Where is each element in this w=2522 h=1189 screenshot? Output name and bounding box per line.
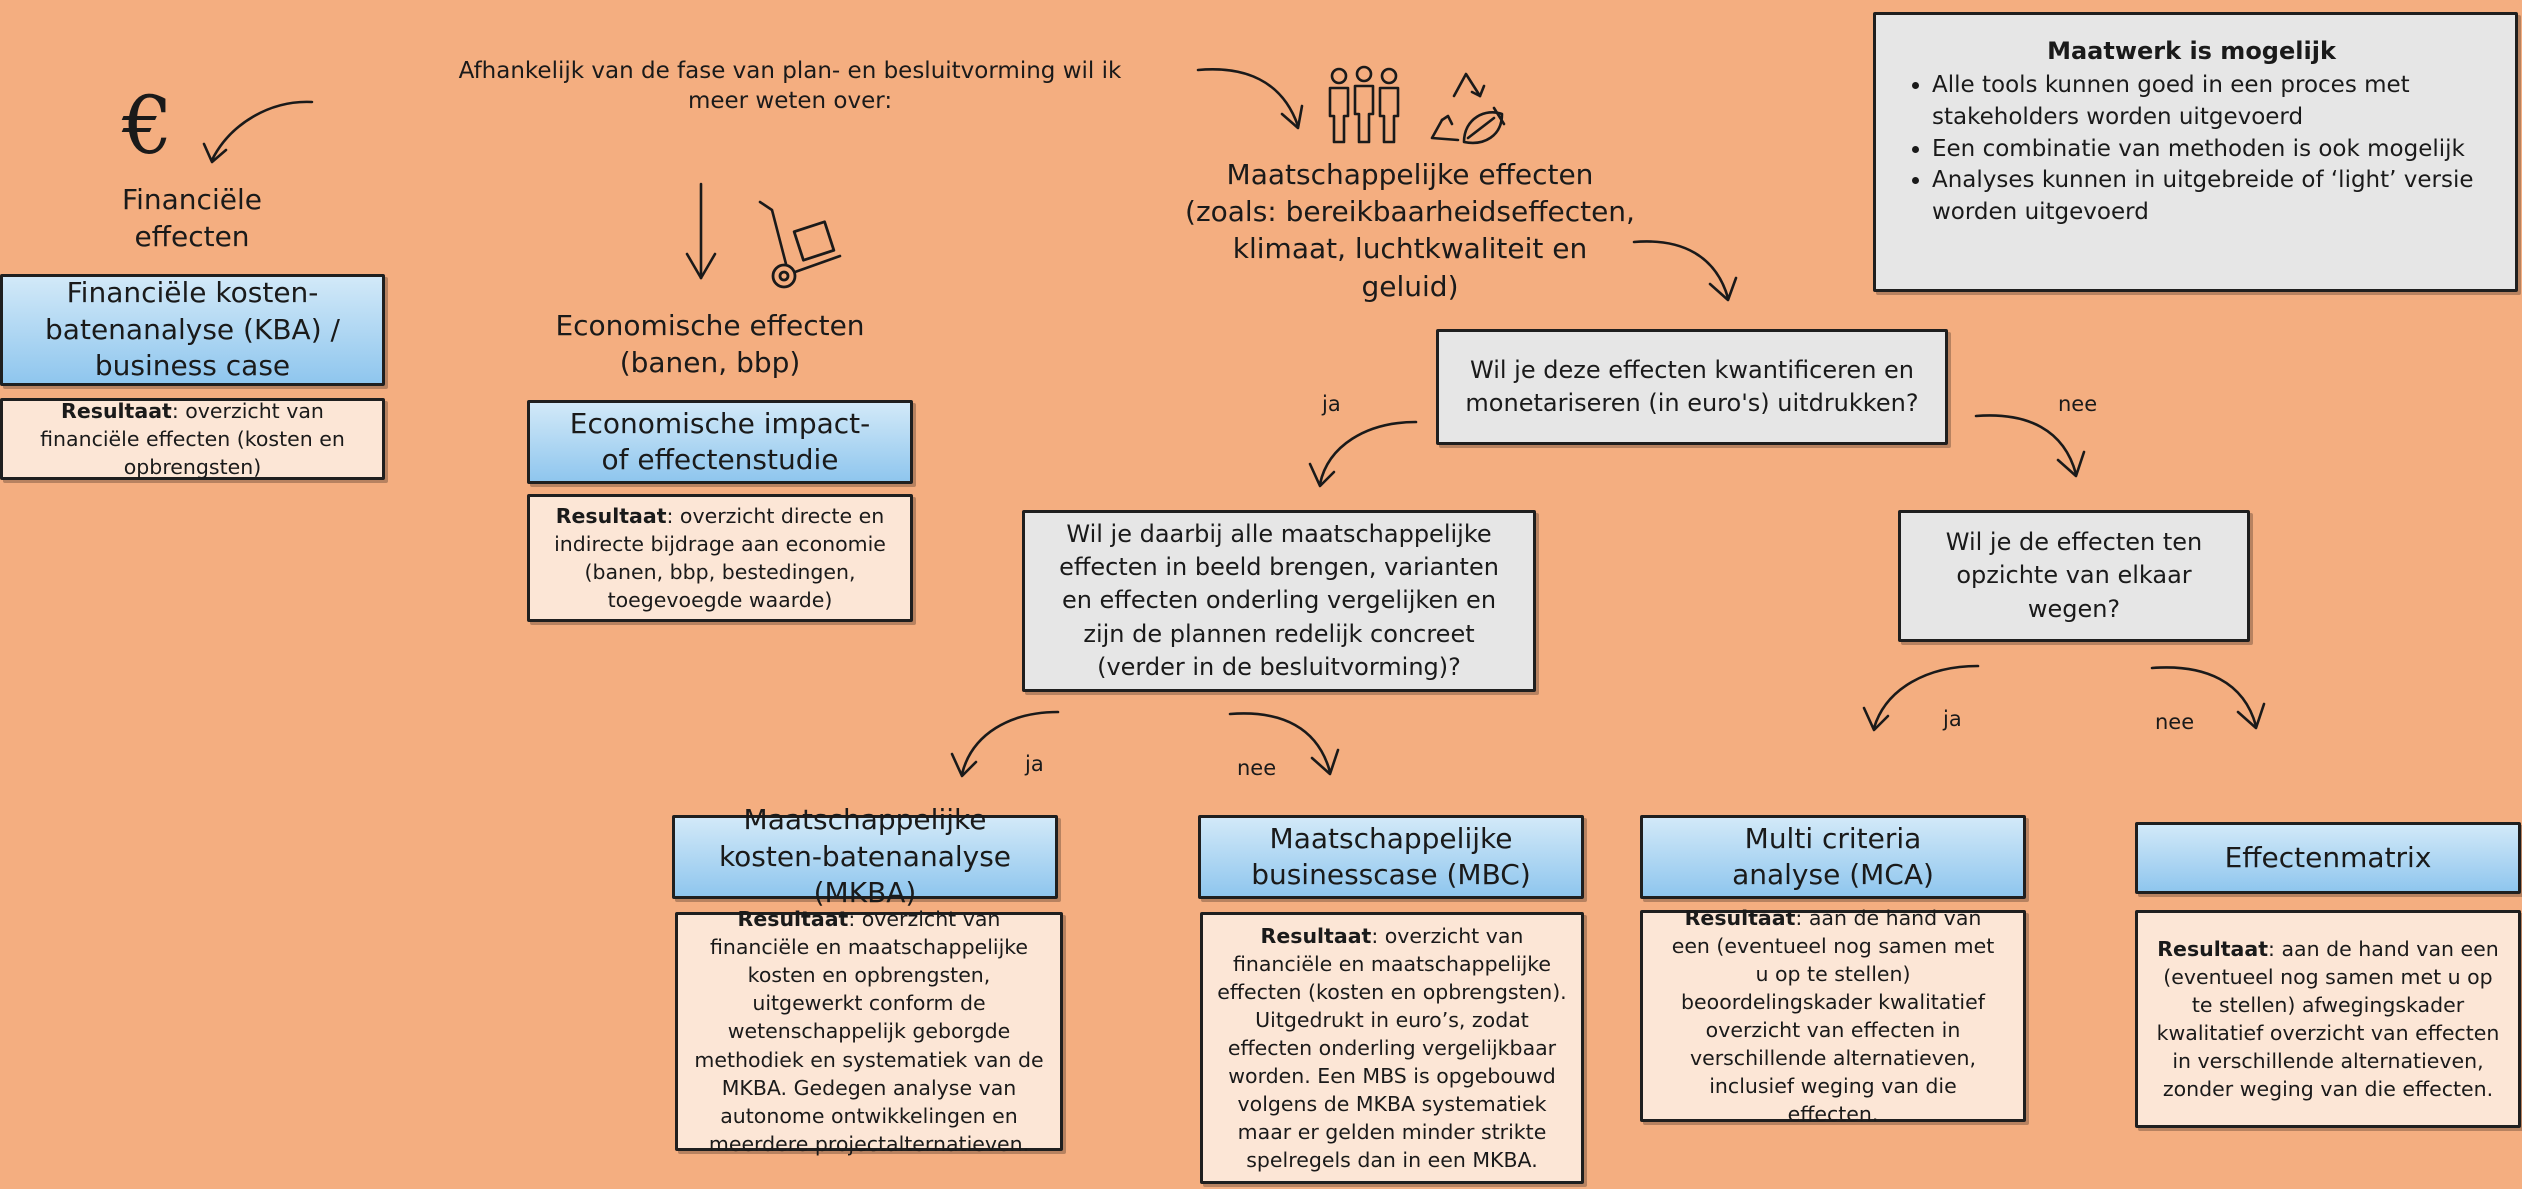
answer-yes-label: ja	[1025, 752, 1044, 776]
economic-category-line: (banen, bbp)	[619, 346, 801, 380]
financial-category-label: Financiële effecten	[122, 183, 262, 254]
societal-category-line: (zoals: bereikbaarheidseffecten,	[1185, 195, 1635, 229]
economic-method-box: Economische impact- of effectenstudie	[527, 400, 913, 484]
question-all-effects-box: Wil je daarbij alle maatschappelijke eff…	[1022, 510, 1536, 692]
intro-text: Afhankelijk van de fase van plan- en bes…	[458, 58, 1122, 115]
note-title: Maatwerk is mogelijk	[2047, 37, 2336, 65]
arrow-no-to-mbc	[1228, 712, 1340, 776]
economic-result-box: Resultaat: overzicht directe en indirect…	[527, 494, 913, 622]
answer-no-label: nee	[2058, 392, 2098, 416]
societal-category-line: klimaat, luchtkwaliteit en geluid)	[1232, 232, 1588, 303]
arrow-no-to-matrix	[2150, 666, 2266, 730]
answer-no-label: nee	[1237, 756, 1277, 780]
arrow-yes-to-mkba	[950, 710, 1060, 778]
result-text: : aan de hand van een (eventueel nog sam…	[2156, 936, 2500, 1102]
mkba-method-box: Maatschappelijke kosten-batenanalyse (MK…	[672, 803, 1058, 909]
result-label: Resultaat	[737, 907, 849, 932]
mbc-method-box: Maatschappelijke businesscase (MBC)	[1198, 815, 1584, 899]
recycle-leaf-icon	[1430, 72, 1506, 145]
arrow-to-question-1	[1632, 240, 1738, 302]
result-label: Resultaat	[1260, 923, 1372, 948]
question-weigh-box: Wil je de effecten ten opzichte van elka…	[1898, 510, 2250, 642]
result-text: : overzicht van financiële effecten (kos…	[40, 398, 345, 480]
answer-no-label: nee	[2155, 710, 2195, 734]
result-label: Resultaat	[61, 398, 172, 423]
economic-category-line: Economische effecten	[555, 309, 865, 342]
note-list: Alle tools kunnen goed in een proces met…	[1892, 70, 2491, 229]
arrow-down-to-economic	[685, 182, 717, 280]
financial-method-box: Financiële kosten-batenanalyse (KBA) / b…	[0, 274, 385, 386]
euro-icon: €	[122, 79, 173, 172]
economic-category-label: Economische effecten (banen, bbp)	[540, 307, 880, 381]
effects-matrix-method-box: Effectenmatrix	[2135, 822, 2521, 894]
arrow-yes-to-question-2	[1308, 420, 1418, 488]
arrow-to-societal	[1196, 68, 1304, 130]
societal-category-label: Maatschappelijke effecten (zoals: bereik…	[1185, 156, 1635, 305]
hand-truck-icon	[758, 200, 842, 289]
arrow-yes-to-mca	[1862, 664, 1980, 732]
result-label: Resultaat	[555, 503, 667, 528]
financial-result-box: Resultaat: overzicht van financiële effe…	[0, 398, 385, 480]
mca-result-box: Resultaat: aan de hand van een (eventuee…	[1640, 906, 2026, 1126]
societal-category-line: Maatschappelijke effecten	[1226, 158, 1594, 191]
answer-yes-label: ja	[1943, 707, 1962, 731]
mkba-result-box: Resultaat: overzicht van financiële en m…	[675, 907, 1063, 1156]
effects-matrix-result-box: Resultaat: aan de hand van een (eventuee…	[2135, 910, 2521, 1128]
result-text: : overzicht van financiële en maatschapp…	[1217, 923, 1567, 1173]
arrow-to-euro-icon	[202, 100, 314, 164]
note-item: Een combinatie van methoden is ook mogel…	[1932, 134, 2491, 166]
result-text: : overzicht directe en indirecte bijdrag…	[554, 503, 886, 613]
people-icon	[1328, 65, 1400, 144]
result-label: Resultaat	[2157, 936, 2269, 961]
mca-method-box: Multi criteria analyse (MCA)	[1640, 815, 2026, 899]
note-item: Alle tools kunnen goed in een proces met…	[1932, 70, 2491, 133]
result-text: : overzicht van financiële en maatschapp…	[694, 907, 1044, 1156]
result-label: Resultaat	[1684, 905, 1796, 930]
note-item: Analyses kunnen in uitgebreide of ‘light…	[1932, 165, 2491, 228]
answer-yes-label: ja	[1322, 392, 1341, 416]
arrow-no-to-question-3	[1974, 414, 2086, 478]
custom-work-note: Maatwerk is mogelijk Alle tools kunnen g…	[1873, 12, 2518, 292]
mbc-result-box: Resultaat: overzicht van financiële en m…	[1200, 912, 1584, 1184]
result-text: : aan de hand van een (eventueel nog sam…	[1671, 905, 1995, 1127]
question-quantify-box: Wil je deze effecten kwantificeren en mo…	[1436, 329, 1948, 445]
